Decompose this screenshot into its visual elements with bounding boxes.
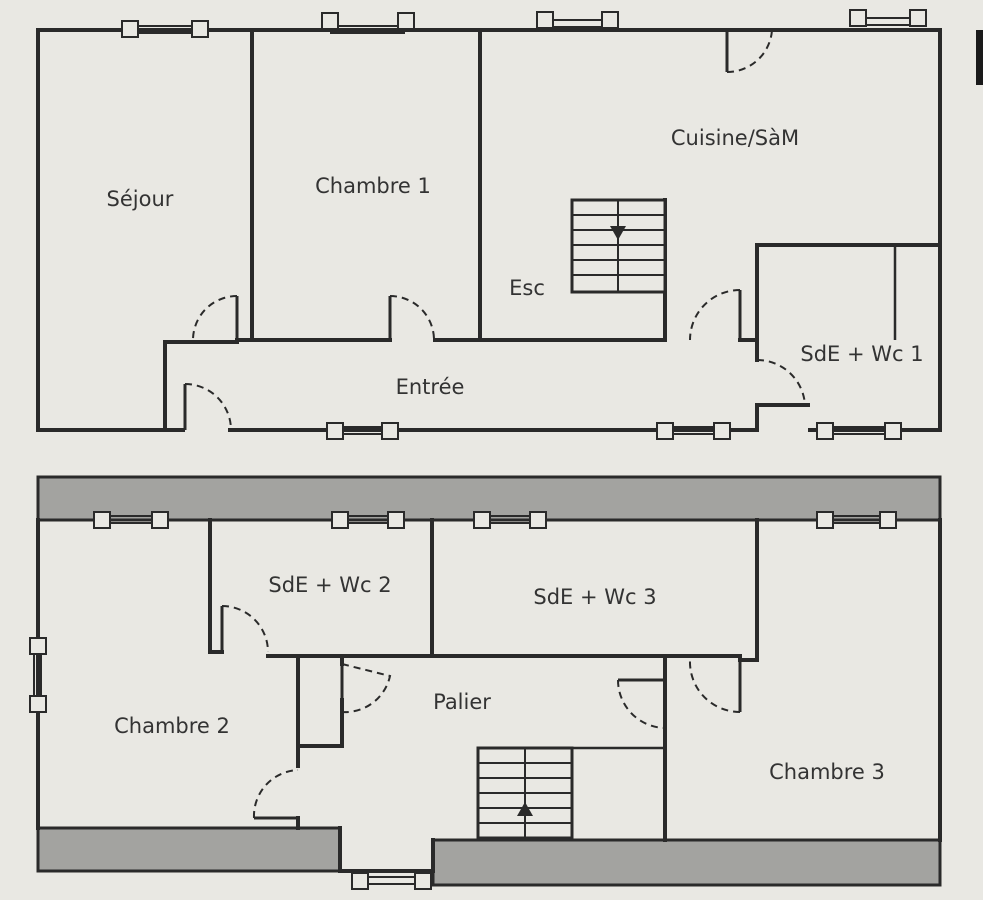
roof-slab-bottom-right (431, 838, 942, 887)
upper-outer-wall (36, 518, 942, 873)
wall-closet (296, 654, 344, 748)
window (326, 422, 399, 440)
room-label-chambre2: Chambre 2 (114, 714, 230, 738)
door-sde2 (221, 605, 269, 653)
windows-upper (29, 511, 897, 890)
wall-sde3-chambre3 (738, 518, 759, 662)
wall-sejour-entree (163, 340, 239, 432)
wall-sde1 (755, 243, 942, 432)
window (29, 637, 47, 713)
stair-up-arrow-icon (517, 802, 533, 816)
window (536, 11, 619, 29)
room-label-sde-wc2: SdE + Wc 2 (268, 573, 391, 597)
roof-slab-bottom-left (36, 826, 342, 873)
window (331, 511, 405, 529)
door-chambre3 (688, 659, 741, 713)
door-sejour (192, 295, 238, 341)
door-entrance (184, 383, 232, 431)
window (816, 511, 897, 529)
door-cuisine-exterior (726, 29, 773, 74)
room-label-chambre3: Chambre 3 (769, 760, 885, 784)
window (816, 422, 902, 440)
room-label-palier: Palier (433, 690, 491, 714)
window (656, 422, 731, 440)
door-sde1 (756, 358, 806, 406)
room-label-sde-wc3: SdE + Wc 3 (533, 585, 656, 609)
window (121, 20, 209, 38)
stair-upper (476, 746, 574, 840)
window (351, 872, 432, 890)
ground-floor-plan: Séjour Chambre 1 Cuisine/SàM Esc Entrée … (36, 9, 983, 440)
window (93, 511, 169, 529)
door-chambre1 (389, 295, 435, 341)
stair-ground (570, 198, 667, 294)
window (321, 12, 415, 34)
room-label-escalier: Esc (509, 276, 545, 300)
ground-outer-wall (36, 28, 942, 432)
page-edge-mark (976, 30, 983, 85)
room-label-sde-wc1: SdE + Wc 1 (800, 342, 923, 366)
window (473, 511, 547, 529)
door-chambre2 (252, 769, 299, 819)
door-cuisine (689, 289, 741, 341)
room-label-entree: Entrée (396, 375, 465, 399)
door-closet (341, 663, 392, 714)
room-label-chambre1: Chambre 1 (315, 174, 431, 198)
window (849, 9, 927, 27)
room-label-sejour: Séjour (107, 187, 174, 211)
upper-floor-plan: SdE + Wc 2 SdE + Wc 3 Chambre 2 Palier C… (29, 475, 942, 890)
door-sde3 (617, 679, 666, 729)
windows-ground (121, 9, 927, 440)
wall-sde2 (208, 518, 742, 658)
stair-down-arrow-icon (610, 226, 626, 240)
room-label-cuisine: Cuisine/SàM (671, 126, 799, 150)
